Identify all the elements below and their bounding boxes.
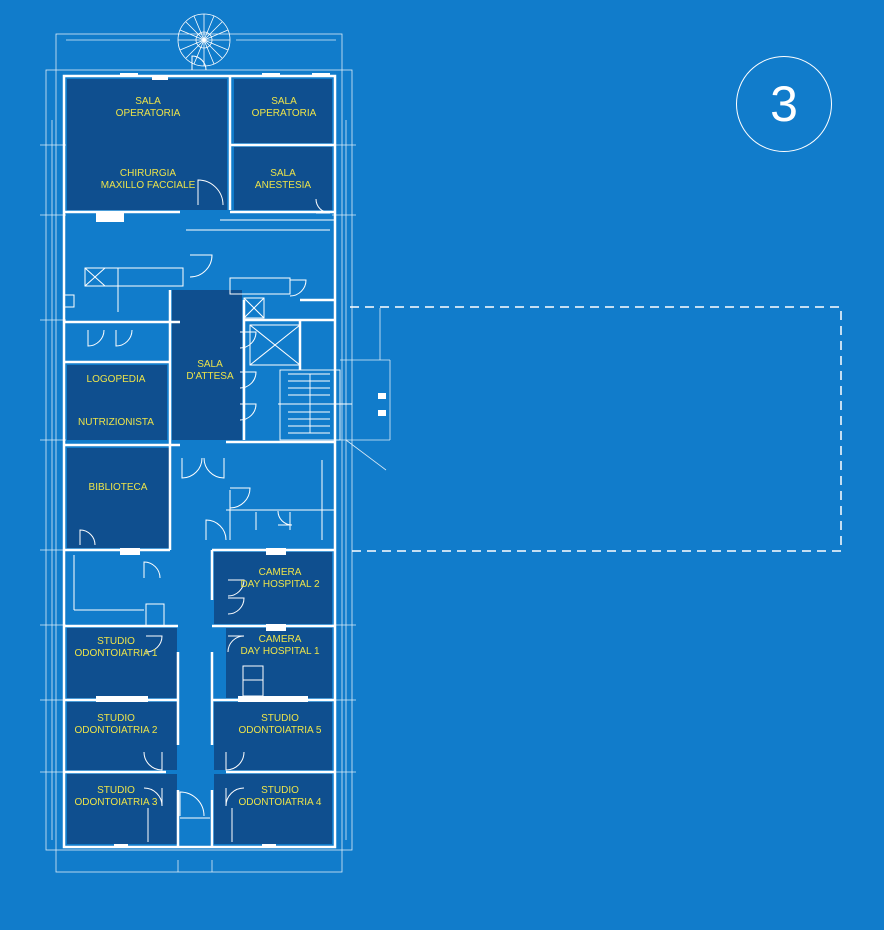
stairs bbox=[278, 369, 352, 441]
window-markers bbox=[96, 73, 386, 848]
room-fills bbox=[67, 79, 332, 844]
fixtures bbox=[63, 219, 335, 842]
spiral-staircase bbox=[177, 13, 231, 67]
extension-outline bbox=[350, 306, 842, 552]
walls bbox=[62, 74, 337, 849]
floor-number-badge: 3 bbox=[736, 56, 832, 152]
floor-number: 3 bbox=[770, 76, 798, 132]
doors bbox=[79, 55, 331, 817]
outer-lines bbox=[40, 33, 391, 873]
